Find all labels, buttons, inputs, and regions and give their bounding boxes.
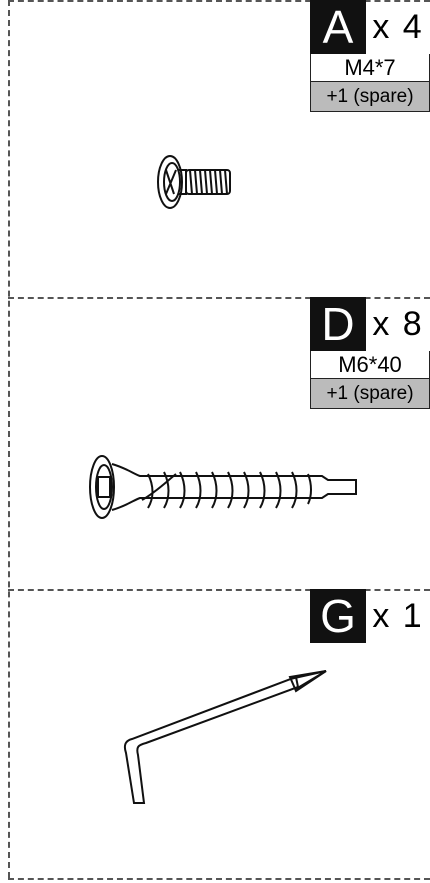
- divider-2: [8, 589, 430, 591]
- part-panel-a: A x 4 M4*7 +1 (spare): [8, 0, 430, 297]
- part-panel-d: D x 8 M6*40 +1 (spare): [8, 297, 430, 589]
- left-dashed-border: [8, 0, 10, 878]
- long-screw-icon: [89, 455, 357, 519]
- part-letter: A: [310, 0, 366, 54]
- part-letter: G: [310, 589, 366, 643]
- part-letter: D: [310, 297, 366, 351]
- part-label-a: A x 4 M4*7 +1 (spare): [310, 0, 430, 112]
- part-quantity: x 1: [372, 596, 424, 635]
- machine-screw-icon: [157, 155, 231, 209]
- part-label-g: G x 1: [310, 589, 430, 643]
- part-size: M6*40: [310, 351, 430, 379]
- hex-key-icon: [123, 670, 327, 804]
- part-spare: +1 (spare): [310, 379, 430, 409]
- part-label-d: D x 8 M6*40 +1 (spare): [310, 297, 430, 409]
- part-quantity: x 8: [372, 304, 424, 343]
- part-panel-g: G x 1: [8, 589, 430, 878]
- bottom-dashed-border: [8, 878, 430, 880]
- divider-1: [8, 297, 430, 299]
- part-size: M4*7: [310, 54, 430, 82]
- part-quantity: x 4: [372, 7, 424, 46]
- top-dashed-border: [8, 0, 430, 2]
- part-spare: +1 (spare): [310, 82, 430, 112]
